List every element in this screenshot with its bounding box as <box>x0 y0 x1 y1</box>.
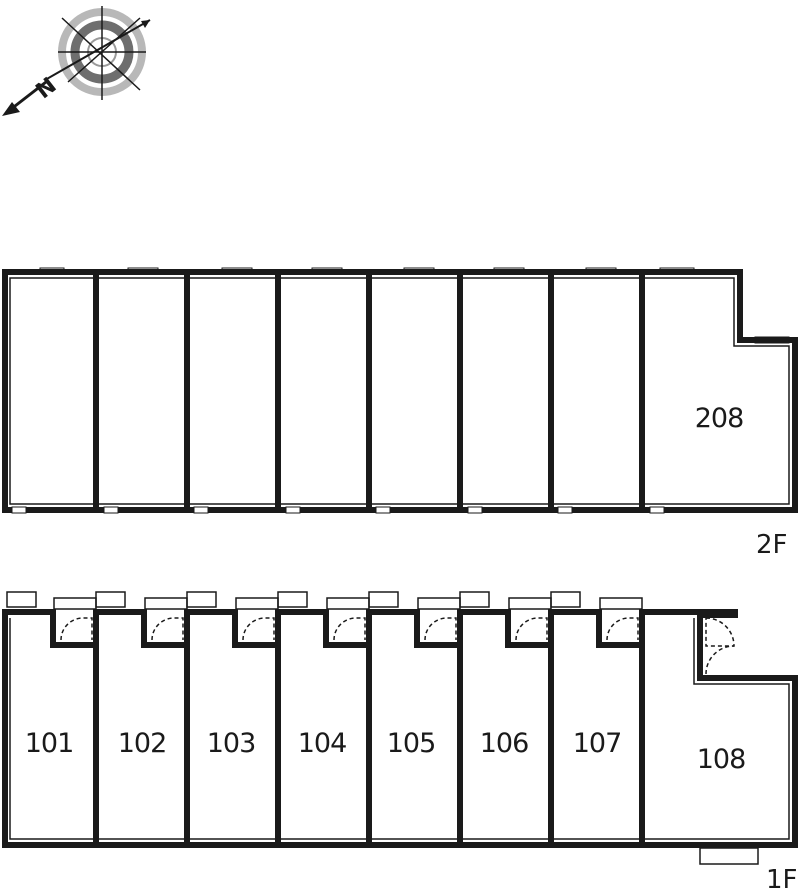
building-outline-2f <box>2 269 798 513</box>
compass-arrowhead <box>141 20 150 28</box>
room-number-108: 108 <box>697 744 746 775</box>
room-number-106: 106 <box>480 728 529 759</box>
inner-wall-line-2f <box>9 277 790 505</box>
floor-label-2f: 2F <box>756 530 788 560</box>
room-number-101: 101 <box>25 728 74 759</box>
room-number-107: 107 <box>573 728 622 759</box>
top-window-openings-2f <box>39 267 790 344</box>
compass-axis <box>61 17 141 91</box>
room-number-105: 105 <box>387 728 436 759</box>
entrance-canopies-1f <box>6 591 643 610</box>
inner-wall-line-1f <box>9 618 790 840</box>
entrance-step-108 <box>699 847 759 865</box>
compass-north-letter: N <box>32 73 62 104</box>
compass-rose: N <box>2 6 151 116</box>
compass-axis <box>67 17 141 83</box>
floor-2f-plan: 208 2F <box>2 267 798 560</box>
room-number-103: 103 <box>207 728 256 759</box>
door-swing-icons-1f <box>60 617 735 675</box>
room-number-104: 104 <box>298 728 347 759</box>
room-number-102: 102 <box>118 728 167 759</box>
north-arrow-icon <box>2 102 20 116</box>
building-outline-1f <box>2 609 798 848</box>
unit-dividers-1f <box>93 612 645 845</box>
floor-1f-plan: 101 102 103 104 105 106 107 108 1F <box>2 591 798 895</box>
floor-label-1f: 1F <box>766 865 798 895</box>
unit-dividers-2f <box>93 272 645 510</box>
compass-north-line <box>44 19 151 81</box>
bottom-door-openings-2f <box>11 506 665 514</box>
room-number-208: 208 <box>695 403 744 434</box>
